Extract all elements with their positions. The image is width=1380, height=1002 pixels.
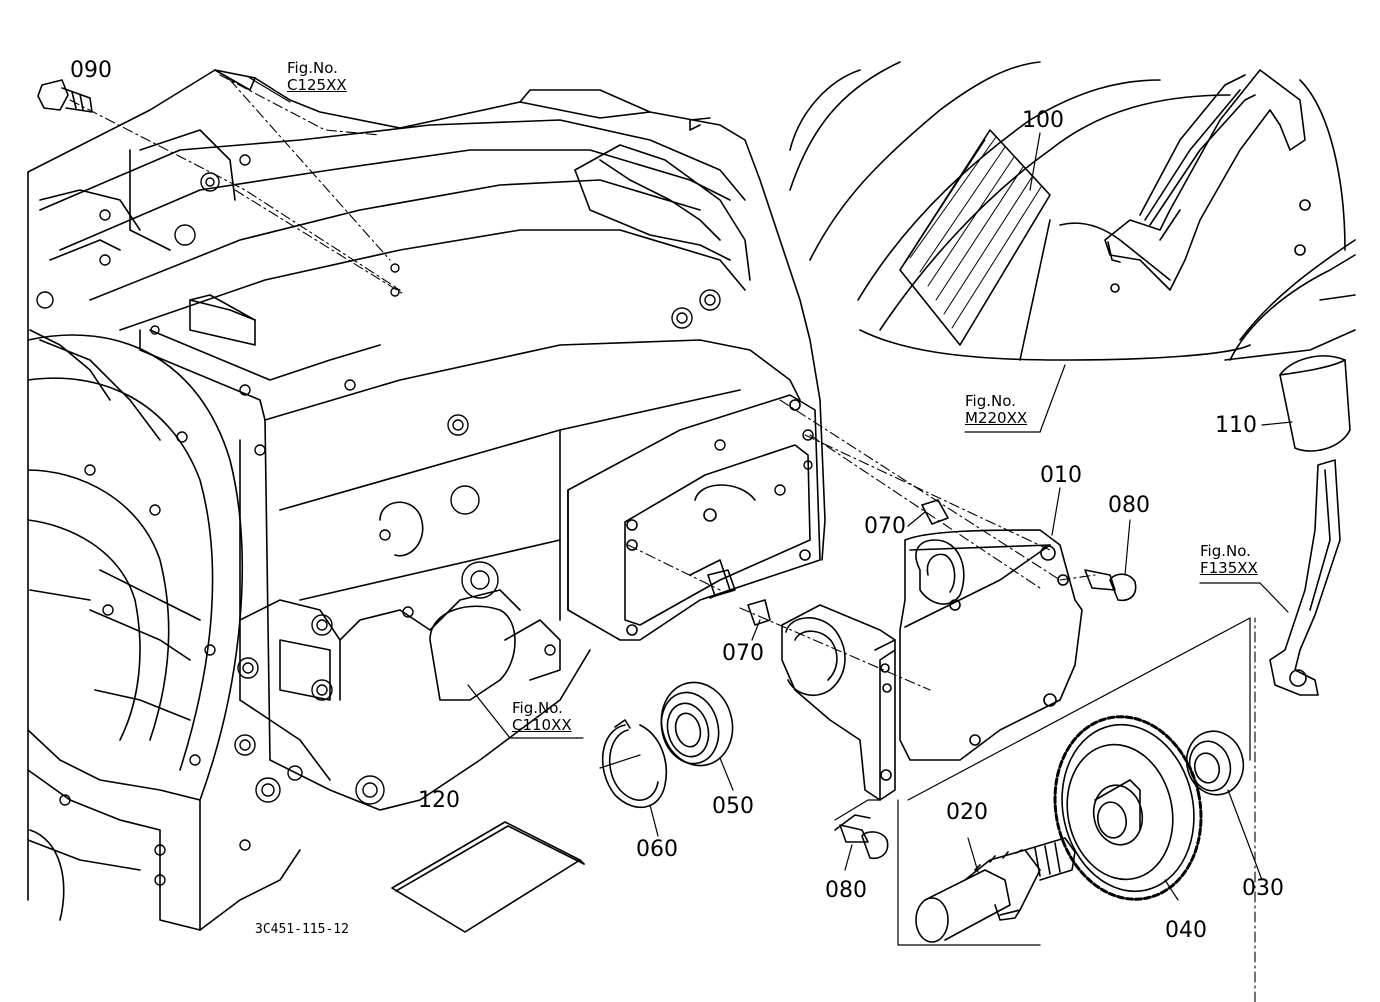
gear-040 xyxy=(1053,715,1203,901)
fig-ref-m220-prefix: Fig.No. xyxy=(965,392,1016,410)
fig-ref-c125-code: C125XX xyxy=(287,76,347,95)
bearing-carrier-plate xyxy=(781,604,896,801)
fig-ref-c110: Fig.No. C110XX xyxy=(512,699,572,735)
part-label-070-upper: 070 xyxy=(864,514,906,539)
bolt-080-upper xyxy=(1084,569,1137,602)
part-label-080-upper: 080 xyxy=(1108,493,1150,518)
fig-ref-c125-prefix: Fig.No. xyxy=(287,59,338,77)
snap-ring-060 xyxy=(601,719,667,809)
dowel-pin-070-upper xyxy=(921,499,949,525)
diagram-id: 3C451-115-12 xyxy=(255,922,349,937)
bearing-030 xyxy=(1185,730,1245,796)
part-label-030: 030 xyxy=(1242,876,1284,901)
cover-010 xyxy=(899,529,1083,761)
transmission-housing xyxy=(27,69,826,931)
bolt-090 xyxy=(37,79,93,113)
bolt-080-lower xyxy=(834,814,889,860)
part-label-100: 100 xyxy=(1022,108,1064,133)
part-label-060: 060 xyxy=(636,837,678,862)
fig-ref-c125: Fig.No. C125XX xyxy=(287,59,347,95)
fig-ref-f135-prefix: Fig.No. xyxy=(1200,542,1251,560)
brake-pedal-lever xyxy=(1269,355,1351,696)
fig-ref-c110-code: C110XX xyxy=(512,716,572,735)
manual-120 xyxy=(391,821,585,933)
housing-bolt-holes xyxy=(36,154,814,886)
part-label-010: 010 xyxy=(1040,463,1082,488)
part-label-090: 090 xyxy=(70,58,112,83)
part-label-070-lower: 070 xyxy=(722,641,764,666)
pedal-bracket xyxy=(1104,69,1306,291)
assembly-center-lines xyxy=(69,74,1256,1002)
fig-ref-m220-code: M220XX xyxy=(965,409,1028,428)
fender-step-panel xyxy=(789,61,1356,361)
part-label-120: 120 xyxy=(418,788,460,813)
fig-ref-c110-prefix: Fig.No. xyxy=(512,699,563,717)
step-mat-hatching xyxy=(899,129,1051,346)
shaft-pinion-020 xyxy=(915,837,1076,943)
part-label-110: 110 xyxy=(1215,413,1257,438)
fig-ref-m220: Fig.No. M220XX xyxy=(965,392,1028,428)
callout-leader-lines xyxy=(249,77,1293,946)
part-label-040: 040 xyxy=(1165,918,1207,943)
dowel-pin-070-lower xyxy=(707,569,771,626)
part-label-080-lower: 080 xyxy=(825,878,867,903)
part-label-020: 020 xyxy=(946,800,988,825)
fig-ref-f135-code: F135XX xyxy=(1200,559,1258,578)
cover-mounting-flange xyxy=(567,394,821,641)
part-label-050: 050 xyxy=(712,794,754,819)
bearing-050 xyxy=(660,681,734,767)
fig-ref-f135: Fig.No. F135XX xyxy=(1200,542,1258,578)
